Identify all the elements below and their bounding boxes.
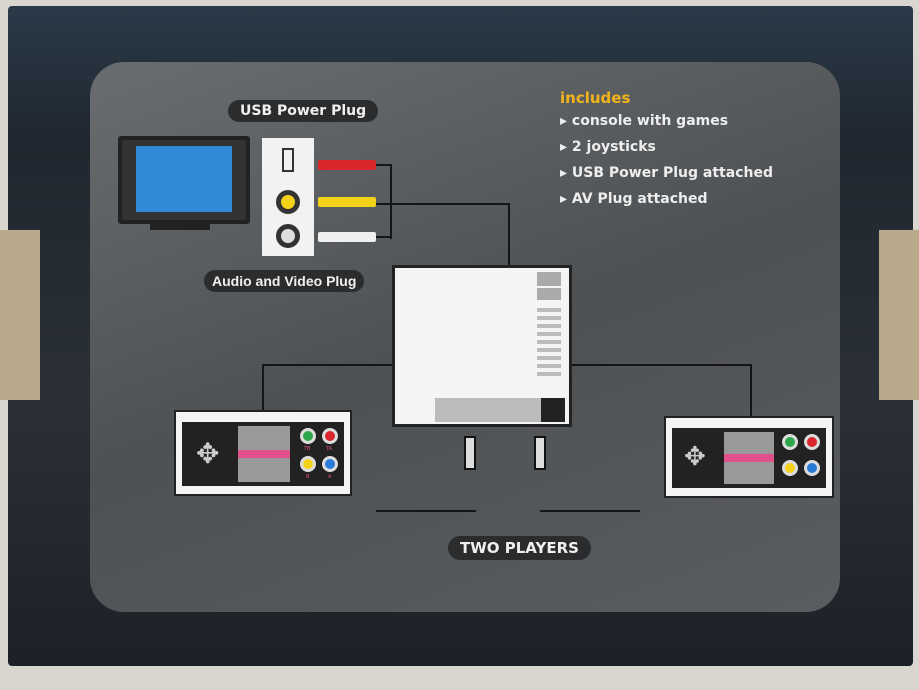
cable-line [262,364,392,366]
includes-item: ▸ 2 joysticks [560,139,656,155]
controller-plug-2-icon [534,436,546,470]
button-label: TA [326,446,333,452]
includes-item: ▸ AV Plug attached [560,191,708,207]
tv-stand [150,222,210,230]
box-side-right [879,230,919,400]
cable-line [262,364,264,410]
cable-line [376,510,476,512]
usb-power-plug-label: USB Power Plug [228,100,379,122]
box-side-left [0,230,40,400]
includes-item: ▸ console with games [560,113,729,129]
cable-line [376,203,510,205]
video-plug-icon [318,197,376,207]
audio-video-plug-label: Audio and Video Plug [204,270,365,292]
cable-line [540,510,640,512]
usb-plug-icon [318,160,376,170]
button-label: TB [304,446,311,452]
controller-1-icon: ✥ TB TA B A [174,410,352,496]
audio-plug-icon [318,232,376,242]
dpad-icon: ✥ [196,437,220,470]
controller-2-icon: ✥ [664,416,834,498]
dpad-icon: ✥ [684,442,706,472]
console-icon [392,265,572,427]
cable-line [508,203,510,265]
tv-ports-icon [262,138,314,256]
cable-line [376,164,392,166]
cable-line [390,164,392,239]
tv-icon [118,136,250,224]
button-label: A [328,474,332,480]
controller-plug-1-icon [464,436,476,470]
includes-title: includes [560,89,631,107]
cable-line [572,364,752,366]
cable-line [750,364,752,416]
cable-line [376,236,392,238]
button-label: B [306,474,310,480]
two-players-label: TWO PLAYERS [448,536,591,560]
includes-item: ▸ USB Power Plug attached [560,165,773,181]
includes-list: includes ▸ console with games ▸ 2 joysti… [560,88,773,212]
